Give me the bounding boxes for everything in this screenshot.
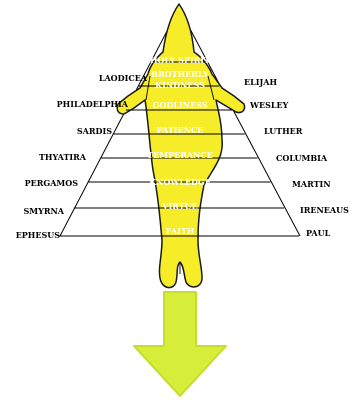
era-label-right: WESLEY bbox=[249, 100, 289, 110]
era-label-right: LUTHER bbox=[264, 126, 303, 136]
arrow-shape bbox=[133, 291, 227, 397]
era-label-left: LAODICEA bbox=[99, 73, 148, 83]
era-label-left: SMYRNA bbox=[23, 206, 64, 216]
pyramid-left-edge bbox=[59, 9, 179, 237]
virtue-label: GODLINESS bbox=[153, 100, 208, 110]
era-label-left: EPHESUS bbox=[16, 230, 61, 240]
virtue-label: VIRTUE bbox=[161, 201, 197, 211]
figure-arm-left bbox=[145, 75, 151, 101]
pyramid-steps bbox=[59, 9, 301, 237]
virtue-label: FAITH bbox=[166, 226, 195, 236]
virtue-label: KINDNESS bbox=[155, 80, 205, 90]
era-label-left: PHILADELPHIA bbox=[57, 99, 129, 109]
virtue-label: TEMPERANCE bbox=[147, 150, 213, 160]
era-label-left: SARDIS bbox=[77, 126, 112, 136]
figure-arm-right bbox=[207, 75, 215, 101]
era-label-right: IRENEAUS bbox=[300, 205, 349, 215]
era-label-left: PERGAMOS bbox=[25, 178, 79, 188]
pyramid-step-lines bbox=[59, 61, 299, 237]
down-arrow-icon bbox=[133, 291, 227, 397]
era-label-right: MARTIN bbox=[292, 179, 331, 189]
virtue-label: PATIENCE bbox=[157, 125, 204, 135]
virtue-label: HOLY SPIRIT bbox=[150, 55, 210, 65]
era-label-right: COLUMBIA bbox=[276, 153, 328, 163]
virtue-label: KNOWLEDGE bbox=[149, 177, 211, 187]
era-label-left: THYATIRA bbox=[39, 152, 87, 162]
era-label-right: ELIJAH bbox=[244, 77, 277, 87]
figure-silhouette bbox=[116, 3, 246, 289]
virtue-label: BROTHERLY bbox=[151, 69, 209, 79]
pyramid-right-edge bbox=[179, 9, 301, 237]
era-label-right: PAUL bbox=[306, 228, 331, 238]
robed-figure bbox=[116, 3, 246, 289]
